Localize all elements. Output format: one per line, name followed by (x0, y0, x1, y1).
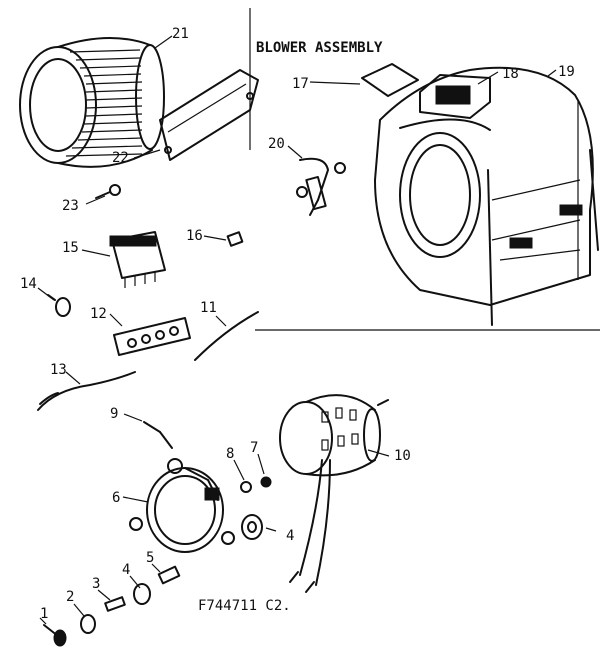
screw-icon (95, 184, 121, 199)
spacer-icon (157, 565, 181, 585)
diagram-title: BLOWER ASSEMBLY (256, 40, 383, 56)
callout-2: 2 (66, 589, 74, 605)
callout-7: 7 (250, 440, 258, 456)
nut-icon (240, 476, 272, 493)
callout-4: 4 (122, 562, 130, 578)
callout-labels: 1 2 3 4 4 5 6 7 8 9 10 11 12 13 14 15 16… (20, 26, 575, 622)
motor-mount-icon (129, 458, 235, 553)
clip-icon (226, 231, 244, 247)
callout-5: 5 (146, 550, 154, 566)
sleeve-icon (104, 596, 126, 612)
callout-22: 22 (112, 150, 129, 166)
callout-16: 16 (186, 228, 203, 244)
mount-screw-icon (143, 421, 173, 449)
callout-17: 17 (292, 76, 309, 92)
callout-13: 13 (50, 362, 67, 378)
terminal-strip-icon (113, 317, 191, 356)
callout-3: 3 (92, 576, 100, 592)
callout-8: 8 (226, 446, 234, 462)
callout-15: 15 (62, 240, 79, 256)
callout-14: 14 (20, 276, 37, 292)
wire-icon (194, 311, 259, 361)
figure-code: F744711 C2. (198, 598, 291, 614)
callout-18: 18 (502, 66, 519, 82)
callout-19: 19 (558, 64, 575, 80)
callout-21: 21 (172, 26, 189, 42)
callout-9: 9 (110, 406, 118, 422)
washer-icon (80, 614, 96, 634)
cutoff-plate-icon (159, 69, 259, 161)
callout-20: 20 (268, 136, 285, 152)
callout-10: 10 (394, 448, 411, 464)
section-dividers (249, 8, 600, 331)
gasket-icon (361, 63, 419, 97)
callout-23: 23 (62, 198, 79, 214)
wire-harness-icon (37, 371, 136, 411)
terminal-box-icon (419, 74, 491, 119)
bracket-icon (296, 157, 346, 216)
capacitor-icon (109, 231, 166, 288)
callout-4b: 4 (286, 528, 294, 544)
leader-lines (37, 35, 557, 625)
blower-wheel-icon (19, 37, 165, 168)
callout-11: 11 (200, 300, 217, 316)
callout-12: 12 (90, 306, 107, 322)
callout-1: 1 (40, 606, 48, 622)
grommet-icon (241, 514, 263, 540)
bottom-screw-icon (43, 624, 67, 647)
callout-6: 6 (112, 490, 120, 506)
blower-housing-icon (374, 66, 599, 326)
motor-icon (279, 394, 389, 593)
lower-grommet-icon (133, 583, 151, 605)
